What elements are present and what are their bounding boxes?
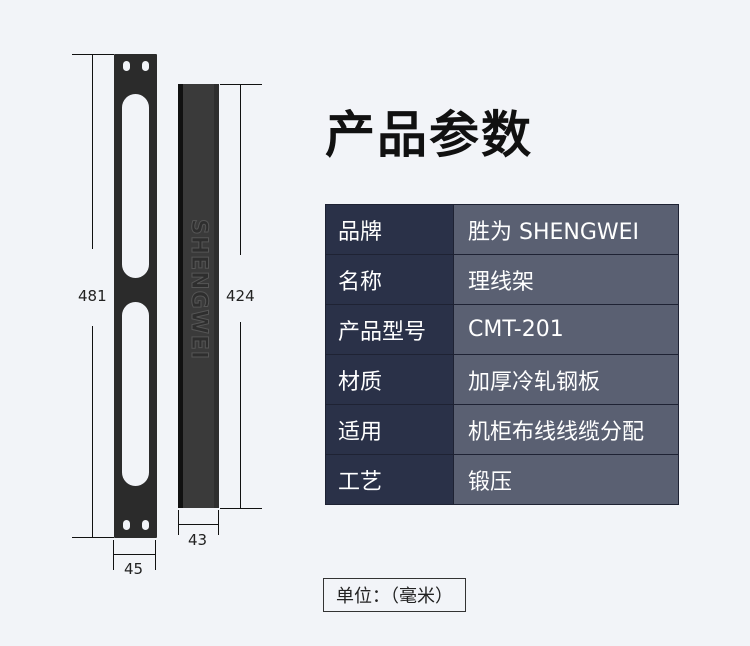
dim-line xyxy=(155,540,156,570)
product-logo: SHENGWEI xyxy=(186,218,212,360)
dim-line xyxy=(72,537,114,538)
cable-slot xyxy=(122,302,149,486)
dim-line xyxy=(240,322,241,508)
cable-manager-front-image xyxy=(114,54,157,538)
dimension-481: 481 xyxy=(78,287,107,305)
mount-hole xyxy=(123,520,130,530)
table-row: 名称理线架 xyxy=(325,254,679,305)
spec-key: 适用 xyxy=(325,404,454,455)
page-title: 产品参数 xyxy=(325,106,533,164)
dim-line xyxy=(92,54,93,249)
dim-line xyxy=(240,84,241,255)
spec-value: 机柜布线线缆分配 xyxy=(453,404,679,455)
spec-value: 胜为 SHENGWEI xyxy=(453,204,679,255)
dim-line xyxy=(92,326,93,537)
spec-key: 品牌 xyxy=(325,204,454,255)
table-row: 工艺锻压 xyxy=(325,454,679,505)
dim-line xyxy=(113,540,114,570)
dim-line xyxy=(113,554,156,555)
cable-slot xyxy=(122,94,149,278)
table-row: 材质加厚冷轧钢板 xyxy=(325,354,679,405)
spec-key: 名称 xyxy=(325,254,454,305)
table-row: 适用机柜布线线缆分配 xyxy=(325,404,679,455)
mount-hole xyxy=(142,520,149,530)
dim-line xyxy=(72,54,114,55)
spec-key: 材质 xyxy=(325,354,454,405)
spec-value: 锻压 xyxy=(453,454,679,505)
spec-key: 工艺 xyxy=(325,454,454,505)
dim-line xyxy=(218,510,219,535)
dimension-424: 424 xyxy=(226,287,255,305)
dim-line xyxy=(178,510,179,535)
dim-line xyxy=(220,84,262,85)
unit-label: 单位：（毫米） xyxy=(323,578,466,612)
mount-hole xyxy=(123,61,130,71)
dimension-45: 45 xyxy=(124,560,144,578)
spec-value: CMT-201 xyxy=(453,304,679,355)
dim-line xyxy=(220,508,262,509)
table-row: 品牌胜为 SHENGWEI xyxy=(325,204,679,255)
dimension-43: 43 xyxy=(188,531,208,549)
dim-line xyxy=(178,524,219,525)
spec-key: 产品型号 xyxy=(325,304,454,355)
mount-hole xyxy=(142,61,149,71)
spec-value: 理线架 xyxy=(453,254,679,305)
cable-manager-side-image: SHENGWEI xyxy=(178,84,219,508)
spec-value: 加厚冷轧钢板 xyxy=(453,354,679,405)
